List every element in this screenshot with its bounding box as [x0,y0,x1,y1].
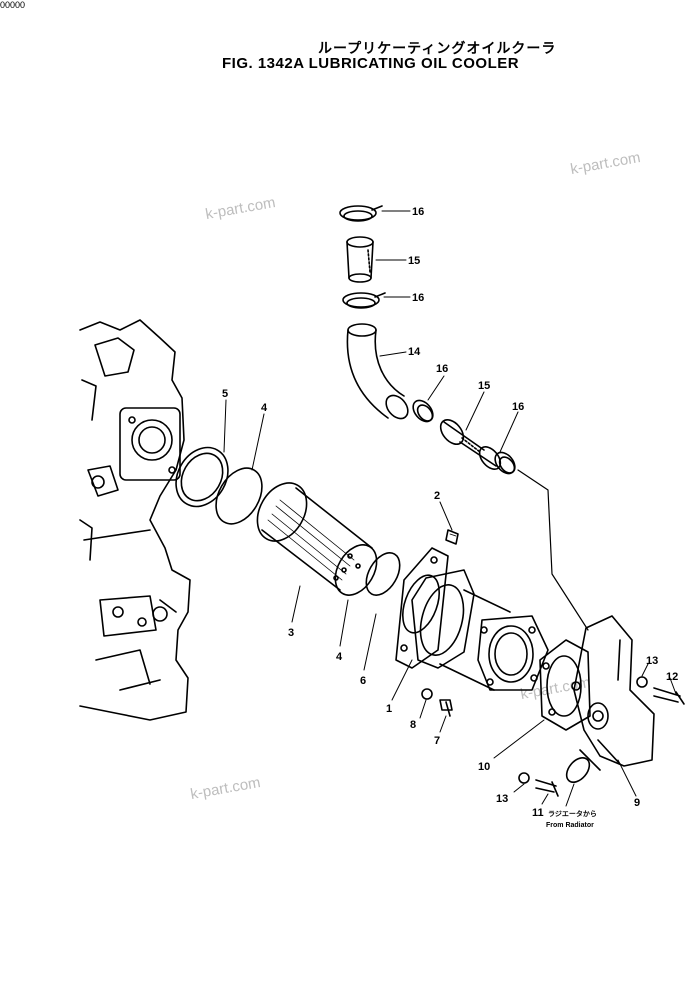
callout-2: 2 [434,490,440,502]
bent-hose [346,323,409,420]
callout-4: 4 [261,402,268,414]
callout-15: 15 [408,255,420,267]
cooler-element [256,482,378,596]
gasket [395,547,449,669]
callout-7: 7 [434,735,440,747]
bolt-with-washer [636,676,685,705]
engine-block [79,319,191,721]
hose-15-lower [439,419,502,471]
water-inlet-connector [565,615,655,783]
o-ring [215,467,263,525]
corner-mark: 00000 [0,0,26,10]
callout-10: 10 [478,761,490,773]
callout-1: 1 [386,703,392,715]
callout-6: 6 [360,675,366,687]
gasket [539,639,591,731]
connection-line [517,469,589,631]
callout-3: 3 [288,627,294,639]
hose-clamp [342,292,386,309]
callout-12: 12 [666,671,678,683]
hose-clamp [339,205,383,222]
hose-15-upper [346,236,374,283]
o-ring [365,552,401,596]
callout-14: 14 [408,346,421,358]
callout-15: 15 [478,380,490,392]
callout-9: 9 [634,797,640,809]
hose-clamp [412,399,434,423]
callout-16: 16 [412,206,424,218]
hose-clamp [494,451,516,475]
callout-4: 4 [336,651,343,663]
drain-plug [445,529,459,545]
figure-title: FIG. 1342A LUBRICATING OIL COOLER [222,55,520,72]
flow-note: From Radiator [546,822,594,829]
bolt-with-washer [421,688,453,717]
callout-13: 13 [496,793,508,805]
callout-8: 8 [410,719,416,731]
callout-16: 16 [436,363,448,375]
o-ring-large [175,446,229,508]
callout-11: 11 [532,807,544,819]
callout-16: 16 [412,292,424,304]
callout-leaders [223,210,677,807]
flow-note-japanese: ラジエータから [548,809,597,818]
callout-13: 13 [646,655,658,667]
callout-5: 5 [222,388,228,400]
bolt-with-washer [518,772,559,797]
cooler-case [411,569,549,691]
callout-16: 16 [512,401,524,413]
figure-title-japanese: ループリケーティングオイルクーラ [318,40,557,56]
